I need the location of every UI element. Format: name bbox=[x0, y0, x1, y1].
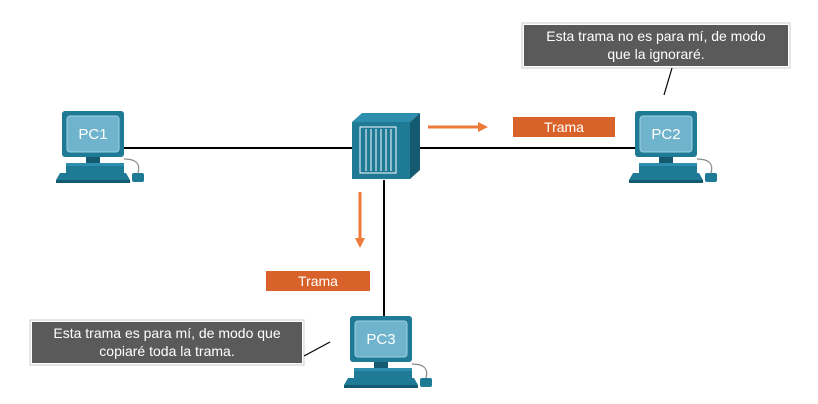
pc2-label: PC2 bbox=[651, 126, 680, 143]
frame-tag-pc2-text: Trama bbox=[544, 119, 584, 135]
frame-tag-pc2: Trama bbox=[513, 117, 615, 137]
frame-tag-pc3-text: Trama bbox=[298, 273, 338, 289]
frame-tag-pc3: Trama bbox=[266, 271, 370, 291]
pc2-icon bbox=[628, 110, 718, 184]
pc3-icon bbox=[343, 315, 433, 389]
speech-bubble-pc2: Esta trama no es para mí, de modo que la… bbox=[521, 22, 791, 96]
speech-bubble-pc3-line1: Esta trama es para mí, de modo que bbox=[53, 325, 280, 341]
pc3-label: PC3 bbox=[366, 331, 395, 348]
speech-bubble-pc2-line2: que la ignoraré. bbox=[607, 46, 704, 62]
speech-bubble-pc3: Esta trama es para mí, de modo que copia… bbox=[29, 319, 331, 366]
speech-bubble-pc2-line1: Esta trama no es para mí, de modo bbox=[546, 28, 766, 44]
switch-icon bbox=[352, 113, 420, 179]
pc1-label: PC1 bbox=[78, 126, 107, 143]
speech-bubble-pc3-line2: copiaré toda la trama. bbox=[99, 343, 234, 359]
